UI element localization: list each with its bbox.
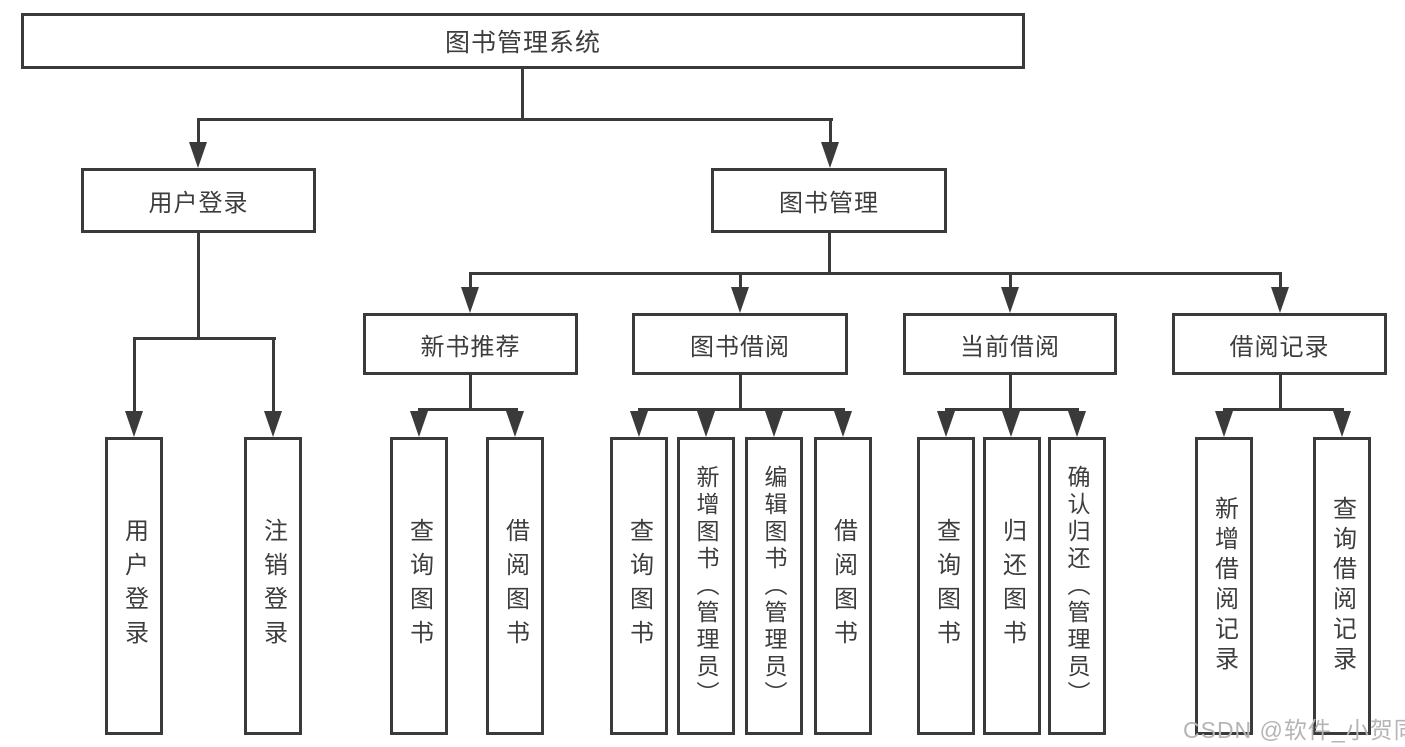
arrowhead-icon xyxy=(461,287,479,313)
connector xyxy=(829,118,832,150)
leaf-label: 查询借阅记录 xyxy=(1328,496,1356,676)
leaf-label: 借阅图书 xyxy=(829,518,857,654)
connector xyxy=(739,272,742,294)
arrowhead-icon xyxy=(1271,287,1289,313)
arrowhead-icon xyxy=(697,411,715,437)
connector xyxy=(197,118,833,121)
leaf-query-books-recommend: 查询图书 xyxy=(390,437,448,735)
connector xyxy=(1009,272,1012,294)
arrowhead-icon xyxy=(937,411,955,437)
connector xyxy=(133,337,136,415)
connector xyxy=(197,118,200,150)
connector xyxy=(1279,375,1282,411)
connector xyxy=(521,69,524,121)
arrowhead-icon xyxy=(1215,411,1233,437)
leaf-label: 新增图书（管理员） xyxy=(693,464,719,708)
leaf-label: 编辑图书（管理员） xyxy=(761,464,787,708)
connector xyxy=(133,337,276,340)
connector xyxy=(418,408,518,411)
connector xyxy=(469,272,1282,275)
node-user-login: 用户登录 xyxy=(81,168,316,233)
leaf-query-borrow-record: 查询借阅记录 xyxy=(1313,437,1371,735)
leaf-label: 用户登录 xyxy=(120,518,148,654)
leaf-label: 归还图书 xyxy=(998,518,1026,654)
leaf-query-books-current: 查询图书 xyxy=(917,437,975,735)
leaf-borrow-books-recommend: 借阅图书 xyxy=(486,437,544,735)
node-book-borrow-label: 图书借阅 xyxy=(690,333,790,361)
arrowhead-icon xyxy=(834,411,852,437)
connector xyxy=(638,408,845,411)
csdn-watermark: CSDN @软件_小贺同学 xyxy=(1183,717,1405,743)
leaf-logout: 注销登录 xyxy=(244,437,302,735)
leaf-return-books: 归还图书 xyxy=(983,437,1041,735)
node-book-management-label: 图书管理 xyxy=(779,190,879,217)
connector xyxy=(739,375,742,411)
connector xyxy=(828,233,831,275)
leaf-label: 确认归还（管理员） xyxy=(1064,464,1090,708)
connector xyxy=(197,233,200,340)
arrowhead-icon xyxy=(410,411,428,437)
leaf-user-login: 用户登录 xyxy=(105,437,163,735)
arrowhead-icon xyxy=(189,142,207,168)
arrowhead-icon xyxy=(630,411,648,437)
connector xyxy=(272,337,275,415)
connector xyxy=(1223,408,1344,411)
leaf-add-borrow-record: 新增借阅记录 xyxy=(1195,437,1253,735)
leaf-borrow-books: 借阅图书 xyxy=(814,437,872,735)
leaf-add-books-admin: 新增图书（管理员） xyxy=(677,437,735,735)
node-borrow-records-label: 借阅记录 xyxy=(1229,333,1330,361)
node-borrow-records: 借阅记录 xyxy=(1172,313,1387,375)
node-book-borrow: 图书借阅 xyxy=(632,313,848,375)
leaf-label: 新增借阅记录 xyxy=(1210,496,1238,676)
arrowhead-icon xyxy=(1068,411,1086,437)
leaf-label: 查询图书 xyxy=(932,518,960,654)
node-user-login-label: 用户登录 xyxy=(148,190,249,217)
arrowhead-icon xyxy=(264,411,282,437)
arrowhead-icon xyxy=(1333,411,1351,437)
arrowhead-icon xyxy=(765,411,783,437)
arrowhead-icon xyxy=(821,142,839,168)
node-book-management: 图书管理 xyxy=(711,168,947,233)
connector xyxy=(1279,272,1282,294)
leaf-confirm-return-admin: 确认归还（管理员） xyxy=(1048,437,1106,735)
node-new-book-recommend: 新书推荐 xyxy=(363,313,578,375)
connector xyxy=(469,375,472,411)
leaf-query-books-borrow: 查询图书 xyxy=(610,437,668,735)
arrowhead-icon xyxy=(125,411,143,437)
node-current-borrow-label: 当前借阅 xyxy=(960,333,1060,361)
arrowhead-icon xyxy=(1001,287,1019,313)
node-root-label: 图书管理系统 xyxy=(444,29,601,57)
leaf-label: 查询图书 xyxy=(405,518,433,654)
node-current-borrow: 当前借阅 xyxy=(903,313,1117,375)
node-new-book-recommend-label: 新书推荐 xyxy=(420,333,521,361)
arrowhead-icon xyxy=(1002,411,1020,437)
connector xyxy=(1009,375,1012,411)
arrowhead-icon xyxy=(506,411,524,437)
node-root: 图书管理系统 xyxy=(21,13,1025,69)
leaf-label: 查询图书 xyxy=(625,518,653,654)
arrowhead-icon xyxy=(731,287,749,313)
leaf-label: 注销登录 xyxy=(259,518,287,654)
leaf-edit-books-admin: 编辑图书（管理员） xyxy=(745,437,803,735)
connector xyxy=(469,272,472,294)
leaf-label: 借阅图书 xyxy=(501,518,529,654)
